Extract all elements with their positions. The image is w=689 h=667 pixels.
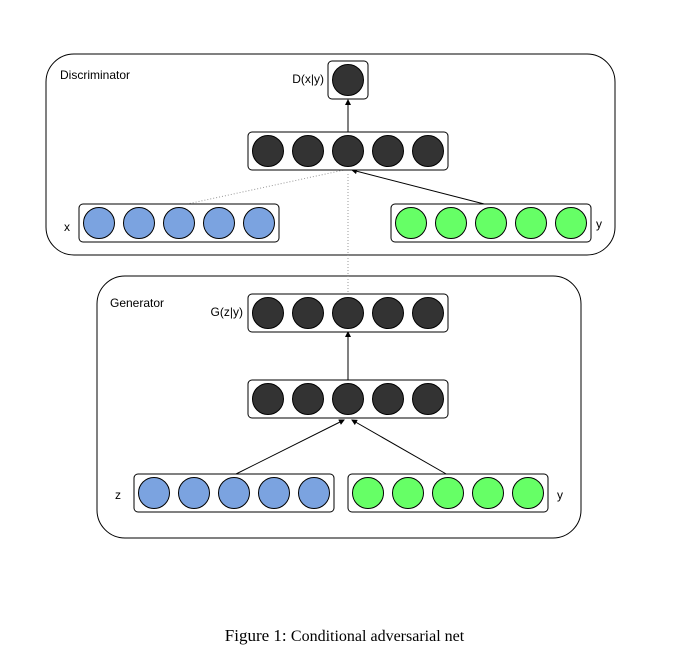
discriminator-y-layer-unit bbox=[395, 207, 427, 239]
discriminator-y-layer-unit bbox=[475, 207, 507, 239]
generator-output-layer-unit bbox=[372, 297, 404, 329]
generator-hidden-layer-unit bbox=[252, 383, 284, 415]
discriminator-x-layer-unit bbox=[83, 207, 115, 239]
discriminator-hidden-layer-unit bbox=[332, 135, 364, 167]
generator-z-layer-unit bbox=[218, 477, 250, 509]
generator-title: Generator bbox=[110, 296, 164, 310]
generator-output-layer-unit bbox=[292, 297, 324, 329]
discriminator-x-layer-unit bbox=[203, 207, 235, 239]
discriminator-box bbox=[45, 53, 616, 256]
generator-input-y-label: y bbox=[557, 488, 563, 502]
generator-y-layer-unit bbox=[392, 477, 424, 509]
generator-output-label: G(z|y) bbox=[211, 305, 243, 319]
generator-y-layer bbox=[347, 473, 549, 513]
discriminator-output-layer bbox=[327, 60, 369, 100]
discriminator-output-layer-unit bbox=[332, 64, 364, 96]
connection-disc-y-to-hidden bbox=[351, 168, 493, 207]
figure-caption: Figure 1: Conditional adversarial net bbox=[0, 626, 689, 646]
generator-box bbox=[96, 275, 582, 539]
discriminator-x-layer-unit bbox=[123, 207, 155, 239]
connection-disc-x-to-hidden bbox=[177, 169, 345, 207]
connection-gen-y-to-hidden bbox=[351, 419, 449, 476]
generator-hidden-layer-unit bbox=[292, 383, 324, 415]
discriminator-y-layer-unit bbox=[555, 207, 587, 239]
generator-y-layer-unit bbox=[512, 477, 544, 509]
discriminator-hidden-layer-unit bbox=[252, 135, 284, 167]
generator-y-layer-unit bbox=[472, 477, 504, 509]
discriminator-x-layer-unit bbox=[163, 207, 195, 239]
layers bbox=[78, 60, 592, 513]
generator-y-layer-unit bbox=[352, 477, 384, 509]
discriminator-input-x-label: x bbox=[64, 220, 70, 234]
caption-text: Conditional adversarial net bbox=[290, 628, 465, 645]
discriminator-hidden-layer-unit bbox=[372, 135, 404, 167]
discriminator-y-layer bbox=[390, 203, 592, 243]
generator-z-layer-unit bbox=[138, 477, 170, 509]
discriminator-title: Discriminator bbox=[60, 68, 130, 82]
generator-z-layer-unit bbox=[178, 477, 210, 509]
generator-output-layer bbox=[247, 293, 449, 333]
discriminator-hidden-layer-unit bbox=[412, 135, 444, 167]
discriminator-y-layer-unit bbox=[515, 207, 547, 239]
connection-gen-z-to-hidden bbox=[233, 419, 345, 476]
generator-output-layer-unit bbox=[252, 297, 284, 329]
cgan-diagram: Discriminator Generator D(x|y) x y G(z|y… bbox=[45, 53, 616, 539]
generator-z-layer bbox=[133, 473, 335, 513]
generator-output-layer-unit bbox=[412, 297, 444, 329]
discriminator-hidden-layer bbox=[247, 131, 449, 171]
generator-y-layer-unit bbox=[432, 477, 464, 509]
generator-z-layer-unit bbox=[258, 477, 290, 509]
discriminator-y-layer-unit bbox=[435, 207, 467, 239]
generator-output-layer-unit bbox=[332, 297, 364, 329]
discriminator-x-layer-unit bbox=[243, 207, 275, 239]
connections bbox=[177, 99, 493, 476]
generator-hidden-layer-unit bbox=[332, 383, 364, 415]
generator-hidden-layer bbox=[247, 379, 449, 419]
discriminator-hidden-layer-unit bbox=[292, 135, 324, 167]
discriminator-input-y-label: y bbox=[596, 217, 602, 231]
generator-z-layer-unit bbox=[298, 477, 330, 509]
discriminator-output-label: D(x|y) bbox=[292, 72, 324, 86]
generator-hidden-layer-unit bbox=[412, 383, 444, 415]
caption-prefix: Figure 1: bbox=[224, 626, 287, 645]
discriminator-x-layer bbox=[78, 203, 280, 243]
generator-input-z-label: z bbox=[115, 488, 121, 502]
generator-hidden-layer-unit bbox=[372, 383, 404, 415]
